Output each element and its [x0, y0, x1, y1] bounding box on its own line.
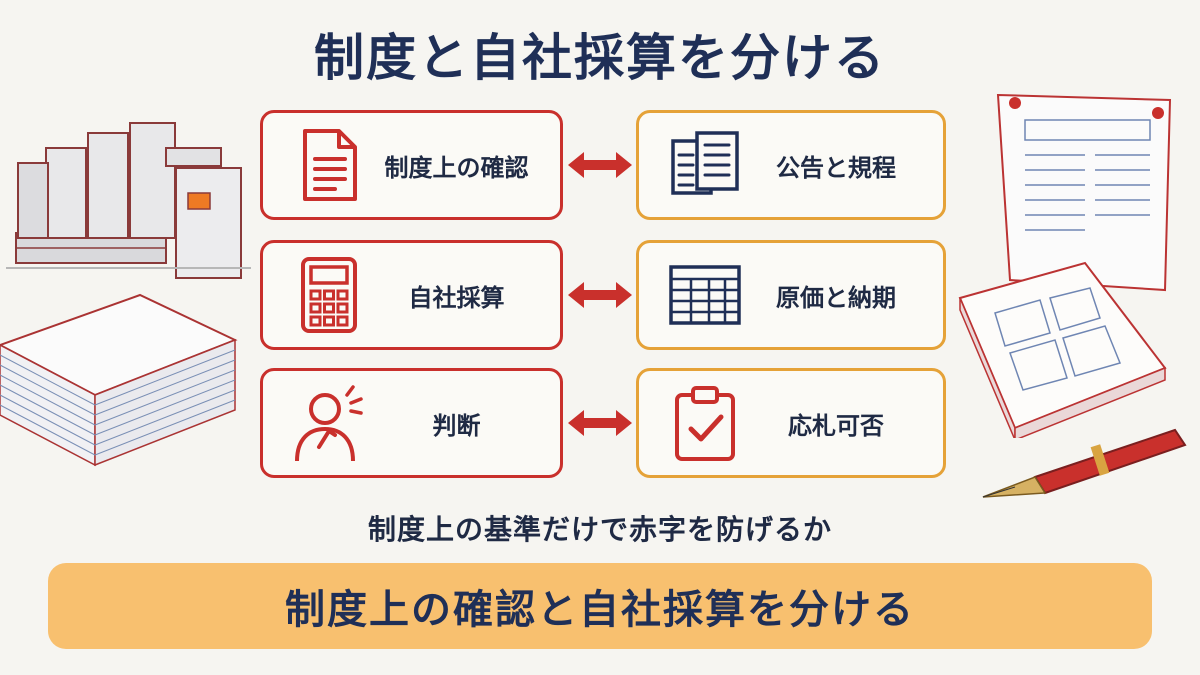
card-notices-and-rules: 公告と規程	[636, 110, 946, 220]
card-judgment: 判断	[260, 368, 563, 478]
thinking-person-icon	[295, 385, 363, 462]
double-arrow-icon	[568, 410, 632, 436]
card-bid-feasibility: 応札可否	[636, 368, 946, 478]
card-cost-and-delivery: 原価と納期	[636, 240, 946, 350]
fountain-pen-illustration	[982, 428, 1187, 498]
card-label: 制度上の確認	[384, 153, 529, 182]
blueprint-stack-illustration	[958, 261, 1167, 438]
card-own-profitability: 自社採算	[260, 240, 563, 350]
double-arrow-icon	[568, 282, 632, 308]
pinned-document-illustration	[996, 93, 1172, 292]
documents-stack-icon	[671, 131, 739, 195]
summary-banner: 制度上の確認と自社採算を分ける	[48, 563, 1152, 649]
clipboard-check-icon	[675, 386, 735, 461]
document-icon	[303, 129, 357, 201]
spreadsheet-icon	[669, 265, 741, 325]
page-title: 制度と自社採算を分ける	[314, 29, 886, 87]
paper-stack-illustration	[0, 293, 238, 467]
card-label: 原価と納期	[776, 283, 896, 312]
double-arrow-icon	[568, 152, 632, 178]
card-label: 公告と規程	[776, 153, 896, 182]
card-label: 自社採算	[408, 283, 505, 312]
card-label: 応札可否	[788, 411, 884, 440]
calculator-icon	[301, 257, 357, 333]
banner-text: 制度上の確認と自社採算を分ける	[285, 587, 915, 633]
card-label: 判断	[432, 411, 481, 440]
printing-press-illustration	[6, 122, 251, 279]
card-institutional-check: 制度上の確認	[260, 110, 563, 220]
subtitle-question: 制度上の基準だけで赤字を防げるか	[367, 513, 832, 546]
